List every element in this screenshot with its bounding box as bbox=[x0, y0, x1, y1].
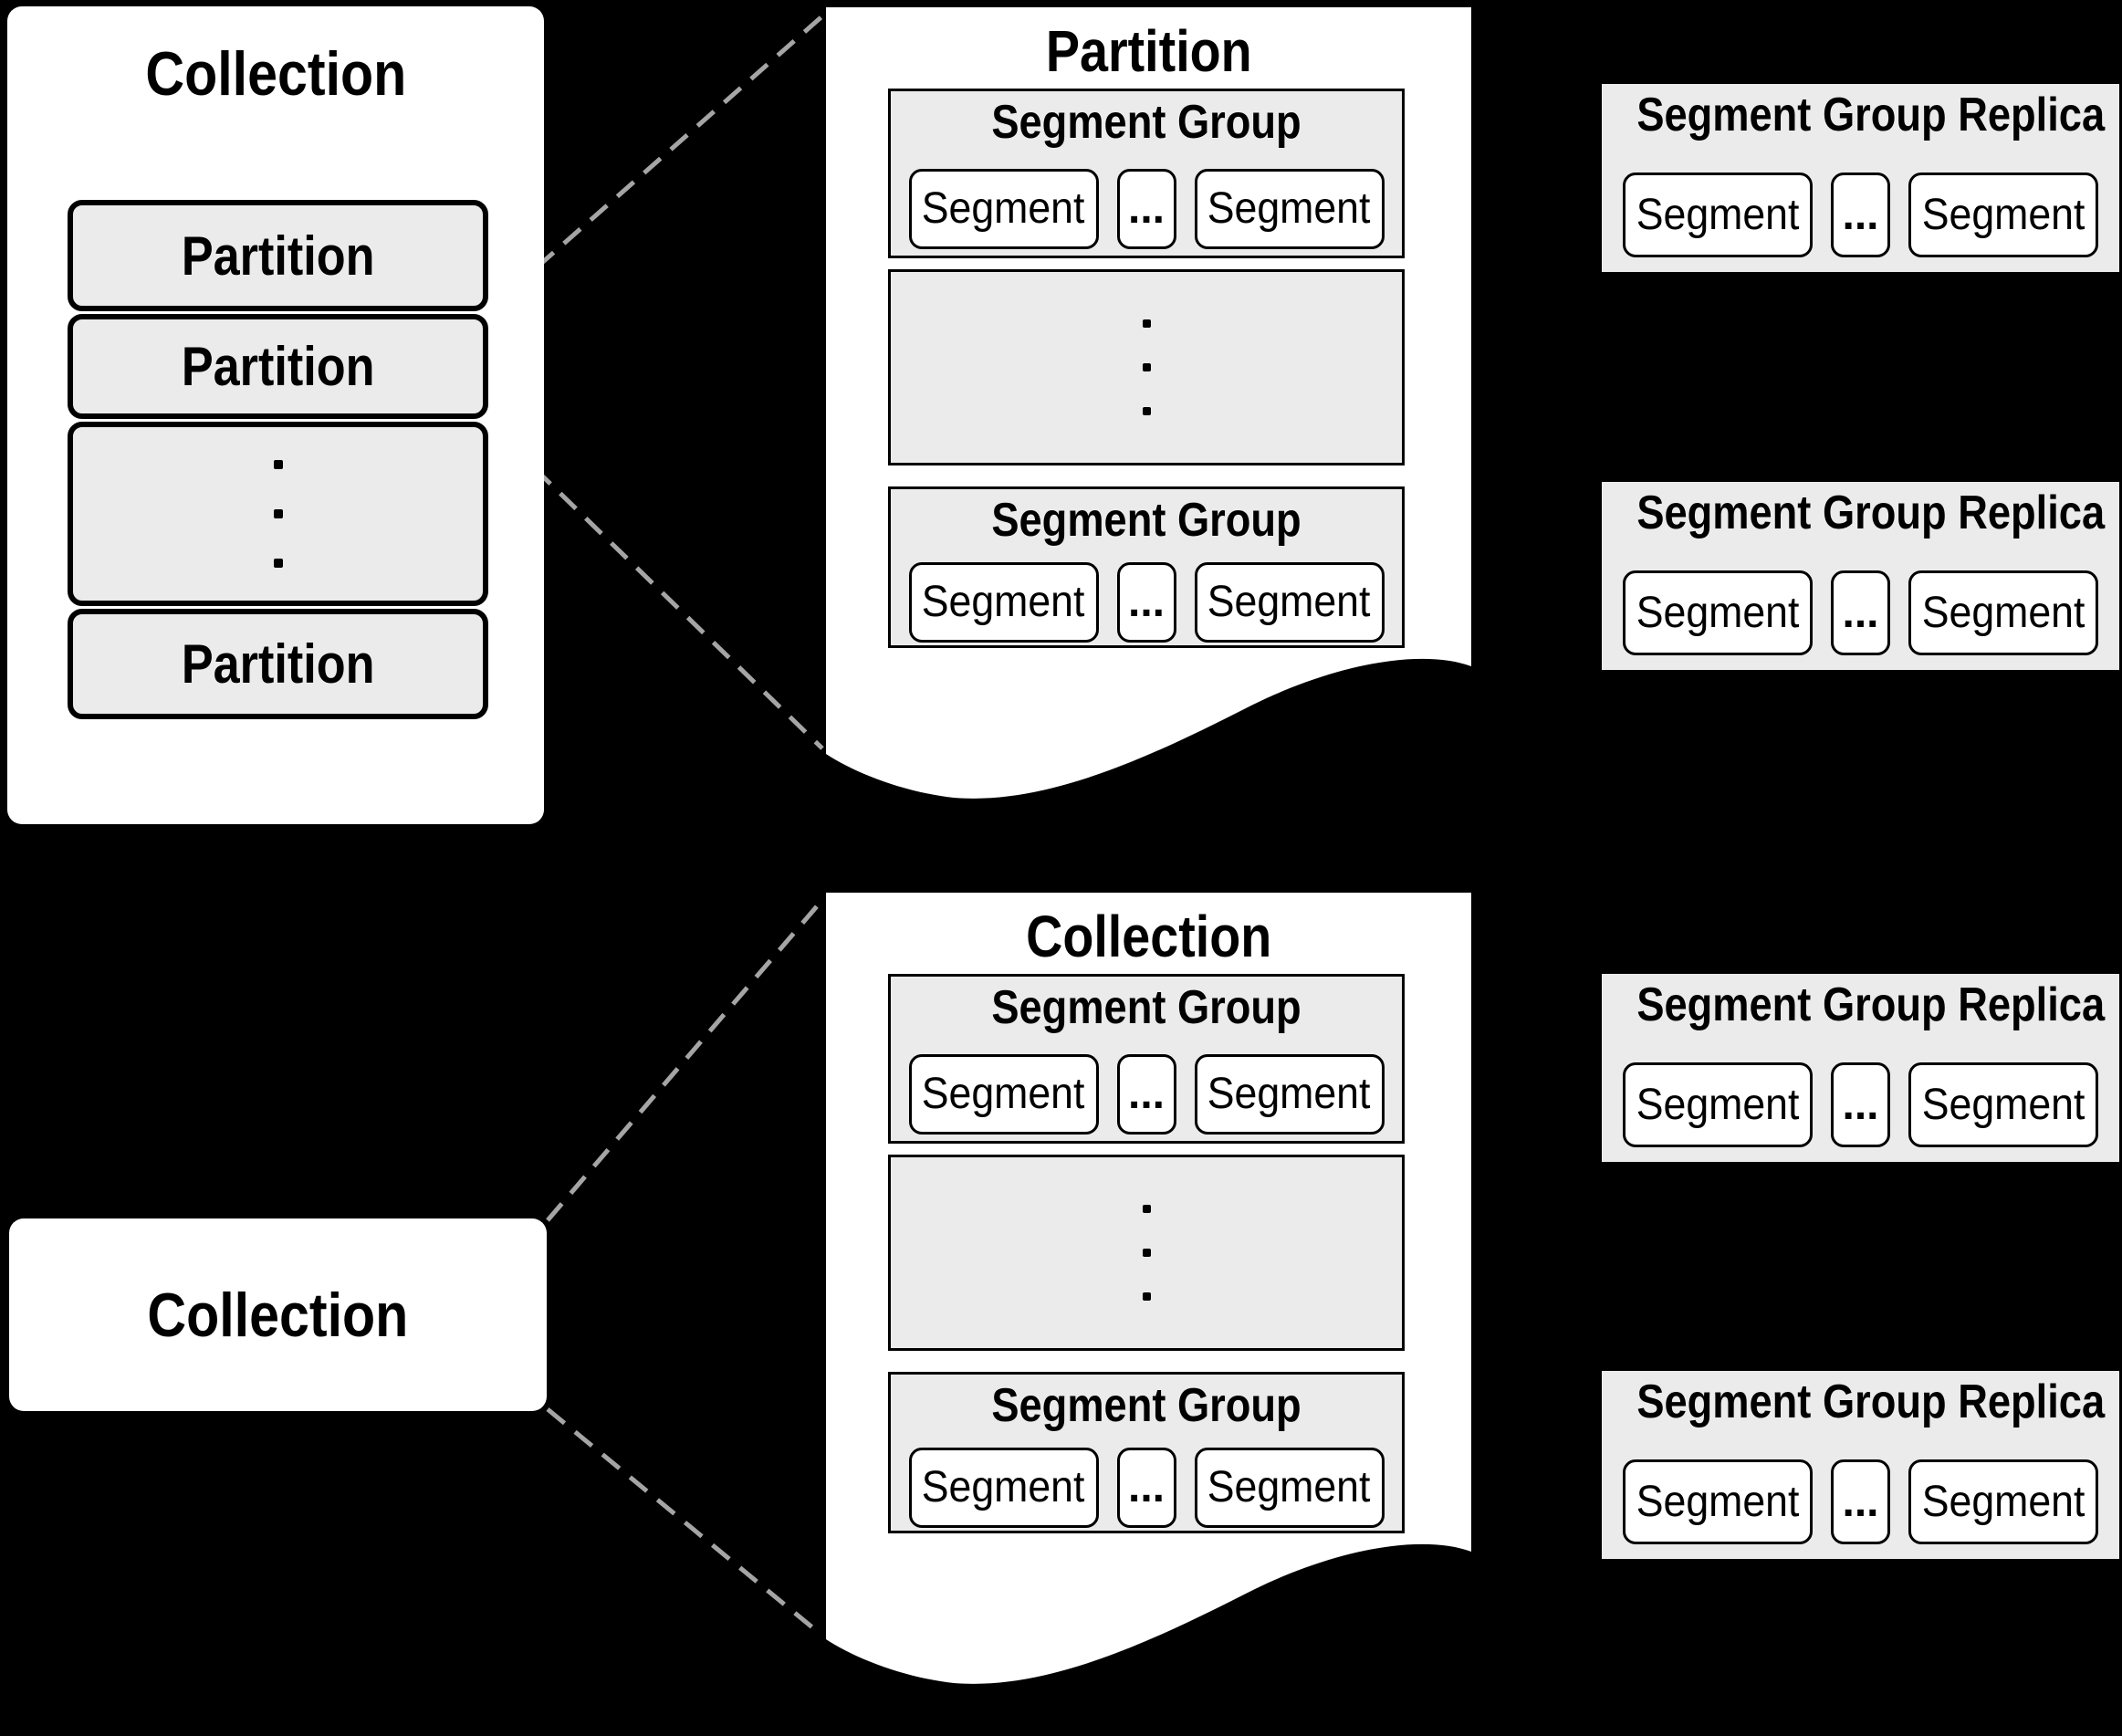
dashed-connector-line bbox=[546, 898, 824, 1222]
segment-pill: Segment bbox=[1623, 1062, 1813, 1147]
segment-row: Segment ... Segment bbox=[1602, 570, 2119, 655]
ellipsis-pill: ... bbox=[1831, 1459, 1890, 1544]
segment-pill: Segment bbox=[1908, 1062, 2098, 1147]
segment-group-title: Segment Group bbox=[991, 1379, 1301, 1432]
segment-group-box: Segment Group Segment ... Segment bbox=[888, 974, 1405, 1144]
vertical-ellipsis-box bbox=[888, 1155, 1405, 1351]
collection-box-title: Collection bbox=[147, 1280, 409, 1350]
vertical-ellipsis-icon bbox=[273, 460, 283, 469]
segment-group-box: Segment Group Segment ... Segment bbox=[888, 89, 1405, 258]
vertical-ellipsis-box bbox=[68, 422, 488, 606]
dashed-connector-line bbox=[546, 1407, 824, 1637]
segment-group-replica-title: Segment Group Replica bbox=[1636, 978, 2106, 1031]
collection-box: Collection bbox=[9, 1218, 547, 1411]
segment-pill: Segment bbox=[908, 169, 1099, 249]
ellipsis-pill: ... bbox=[1831, 570, 1890, 655]
vertical-ellipsis-icon bbox=[1142, 407, 1151, 415]
segment-pill: Segment bbox=[1623, 173, 1813, 257]
ellipsis-pill: ... bbox=[1116, 169, 1176, 249]
vertical-ellipsis-icon bbox=[273, 559, 283, 568]
segment-group-replica-title: Segment Group Replica bbox=[1636, 486, 2106, 539]
segment-pill: Segment bbox=[1194, 169, 1385, 249]
collection-document: Collection Segment Group Segment ... Seg… bbox=[826, 893, 1471, 1696]
segment-row: Segment ... Segment bbox=[891, 1448, 1402, 1528]
partition-document: Partition Segment Group Segment ... Segm… bbox=[826, 7, 1471, 810]
vertical-ellipsis-icon bbox=[1142, 1249, 1151, 1257]
ellipsis-pill: ... bbox=[1116, 1448, 1176, 1528]
segment-pill: Segment bbox=[1194, 1448, 1385, 1528]
segment-pill: Segment bbox=[908, 562, 1099, 643]
segment-group-replica-box: Segment Group Replica Segment ... Segmen… bbox=[1602, 974, 2119, 1162]
segment-group-replica-title: Segment Group Replica bbox=[1636, 89, 2106, 141]
segment-row: Segment ... Segment bbox=[1602, 1459, 2119, 1544]
segment-group-replica-box: Segment Group Replica Segment ... Segmen… bbox=[1602, 84, 2119, 272]
ellipsis-pill: ... bbox=[1831, 1062, 1890, 1147]
ellipsis-pill: ... bbox=[1116, 562, 1176, 643]
segment-row: Segment ... Segment bbox=[1602, 173, 2119, 257]
collection-panel: Collection Partition Partition Partition bbox=[7, 6, 544, 824]
segment-pill: Segment bbox=[1908, 1459, 2098, 1544]
partition-row: Partition bbox=[68, 609, 488, 719]
vertical-ellipsis-icon bbox=[1142, 1205, 1151, 1213]
collection-panel-title: Collection bbox=[145, 39, 406, 109]
segment-pill: Segment bbox=[1623, 570, 1813, 655]
vertical-ellipsis-icon bbox=[1142, 319, 1151, 328]
segment-pill: Segment bbox=[1623, 1459, 1813, 1544]
segment-row: Segment ... Segment bbox=[891, 562, 1402, 643]
segment-pill: Segment bbox=[1194, 562, 1385, 643]
segment-row: Segment ... Segment bbox=[891, 1054, 1402, 1135]
document-title: Partition bbox=[1045, 18, 1252, 84]
vertical-ellipsis-icon bbox=[1142, 1292, 1151, 1301]
segment-pill: Segment bbox=[1194, 1054, 1385, 1135]
segment-row: Segment ... Segment bbox=[891, 169, 1402, 249]
segment-pill: Segment bbox=[1908, 173, 2098, 257]
partition-row: Partition bbox=[68, 200, 488, 311]
vertical-ellipsis-box bbox=[888, 269, 1405, 465]
ellipsis-pill: ... bbox=[1831, 173, 1890, 257]
partition-row: Partition bbox=[68, 314, 488, 419]
segment-group-replica-box: Segment Group Replica Segment ... Segmen… bbox=[1602, 1371, 2119, 1559]
segment-group-replica-box: Segment Group Replica Segment ... Segmen… bbox=[1602, 482, 2119, 670]
vertical-ellipsis-icon bbox=[273, 509, 283, 518]
vertical-ellipsis-icon bbox=[1142, 363, 1151, 371]
document-title: Collection bbox=[1025, 904, 1272, 969]
segment-group-title: Segment Group bbox=[991, 981, 1301, 1034]
segment-pill: Segment bbox=[908, 1054, 1099, 1135]
segment-group-box: Segment Group Segment ... Segment bbox=[888, 1372, 1405, 1533]
segment-pill: Segment bbox=[908, 1448, 1099, 1528]
segment-row: Segment ... Segment bbox=[1602, 1062, 2119, 1147]
ellipsis-pill: ... bbox=[1116, 1054, 1176, 1135]
segment-group-title: Segment Group bbox=[991, 96, 1301, 149]
segment-group-replica-title: Segment Group Replica bbox=[1636, 1375, 2106, 1428]
segment-group-title: Segment Group bbox=[991, 494, 1301, 547]
segment-group-box: Segment Group Segment ... Segment bbox=[888, 486, 1405, 648]
segment-pill: Segment bbox=[1908, 570, 2098, 655]
